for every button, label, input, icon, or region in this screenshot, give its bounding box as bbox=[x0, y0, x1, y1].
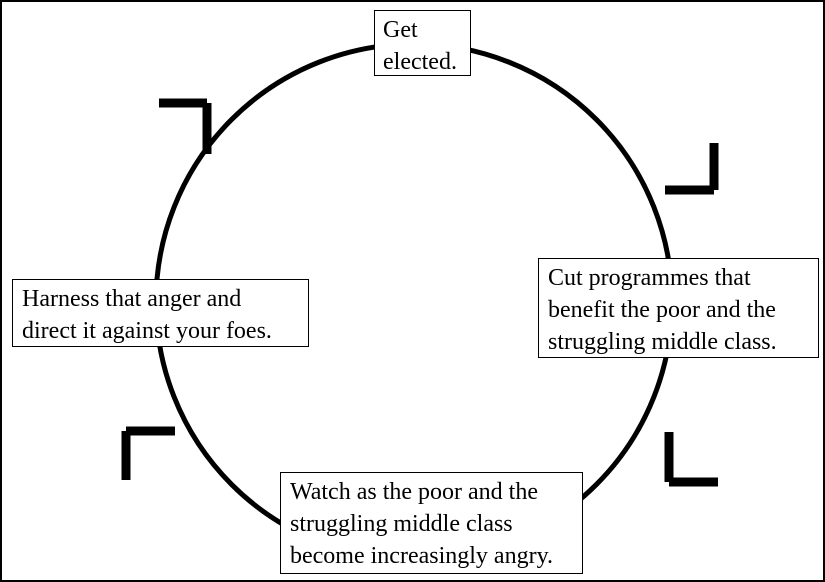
node-harness-anger[interactable]: Harness that anger and direct it against… bbox=[12, 279, 309, 347]
arrowhead-icon-top-right bbox=[665, 143, 719, 195]
node-cut-programmes[interactable]: Cut programmes that benefit the poor and… bbox=[538, 258, 819, 358]
arrowhead-icon-top-left bbox=[159, 98, 212, 154]
node-watch-angry[interactable]: Watch as the poor and the struggling mid… bbox=[280, 472, 583, 574]
arrowhead-icon-bottom-right bbox=[664, 432, 718, 487]
arrowhead-icon-bottom-left bbox=[121, 426, 175, 480]
node-get-elected[interactable]: Get elected. bbox=[374, 10, 471, 76]
